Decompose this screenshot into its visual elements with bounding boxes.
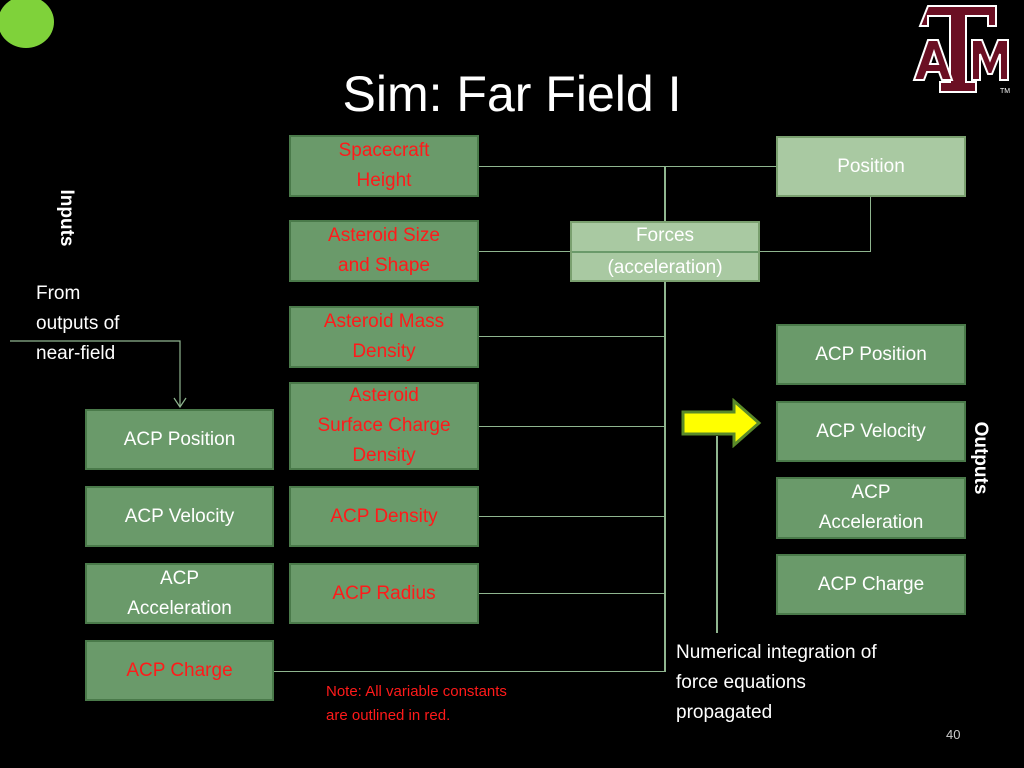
const-acp-radius: ACP Radius (289, 563, 479, 624)
connector-surface-charge (477, 426, 665, 427)
connector-spacecraft (477, 166, 778, 167)
connector-position-forces (758, 251, 871, 252)
const-acp-density: ACP Density (289, 486, 479, 547)
connector-charge (272, 671, 665, 672)
connector-mass (477, 336, 665, 337)
page-number: 40 (946, 727, 961, 742)
connector-radius (477, 593, 665, 594)
decorative-circle (0, 0, 54, 48)
connector-position-down (870, 196, 871, 251)
connector-density (477, 516, 665, 517)
input-acp-velocity: ACP Velocity (85, 486, 274, 547)
atm-logo: TM (910, 0, 1014, 96)
outputs-label: Outputs (970, 421, 991, 495)
input-acp-position: ACP Position (85, 409, 274, 470)
slide-title: Sim: Far Field I (342, 66, 682, 122)
output-acp-position: ACP Position (776, 324, 966, 385)
yellow-arrow-icon (681, 398, 762, 448)
integration-label: Numerical integration of force equations… (676, 642, 877, 723)
near-field-arrow (10, 340, 187, 409)
logo-tm: TM (1000, 88, 1010, 95)
near-field-label: From outputs of near-field (36, 283, 120, 364)
connector-bus (664, 166, 666, 672)
inputs-label: Inputs (56, 189, 77, 247)
output-acp-charge: ACP Charge (776, 554, 966, 615)
output-acp-velocity: ACP Velocity (776, 401, 966, 462)
constants-note: Note: All variable constants are outline… (326, 683, 507, 724)
input-acp-charge: ACP Charge (85, 640, 274, 701)
forces-box: Forces (acceleration) (570, 221, 760, 282)
connector-integration (716, 436, 718, 633)
position-box: Position (776, 136, 966, 197)
connector-size (477, 251, 572, 252)
